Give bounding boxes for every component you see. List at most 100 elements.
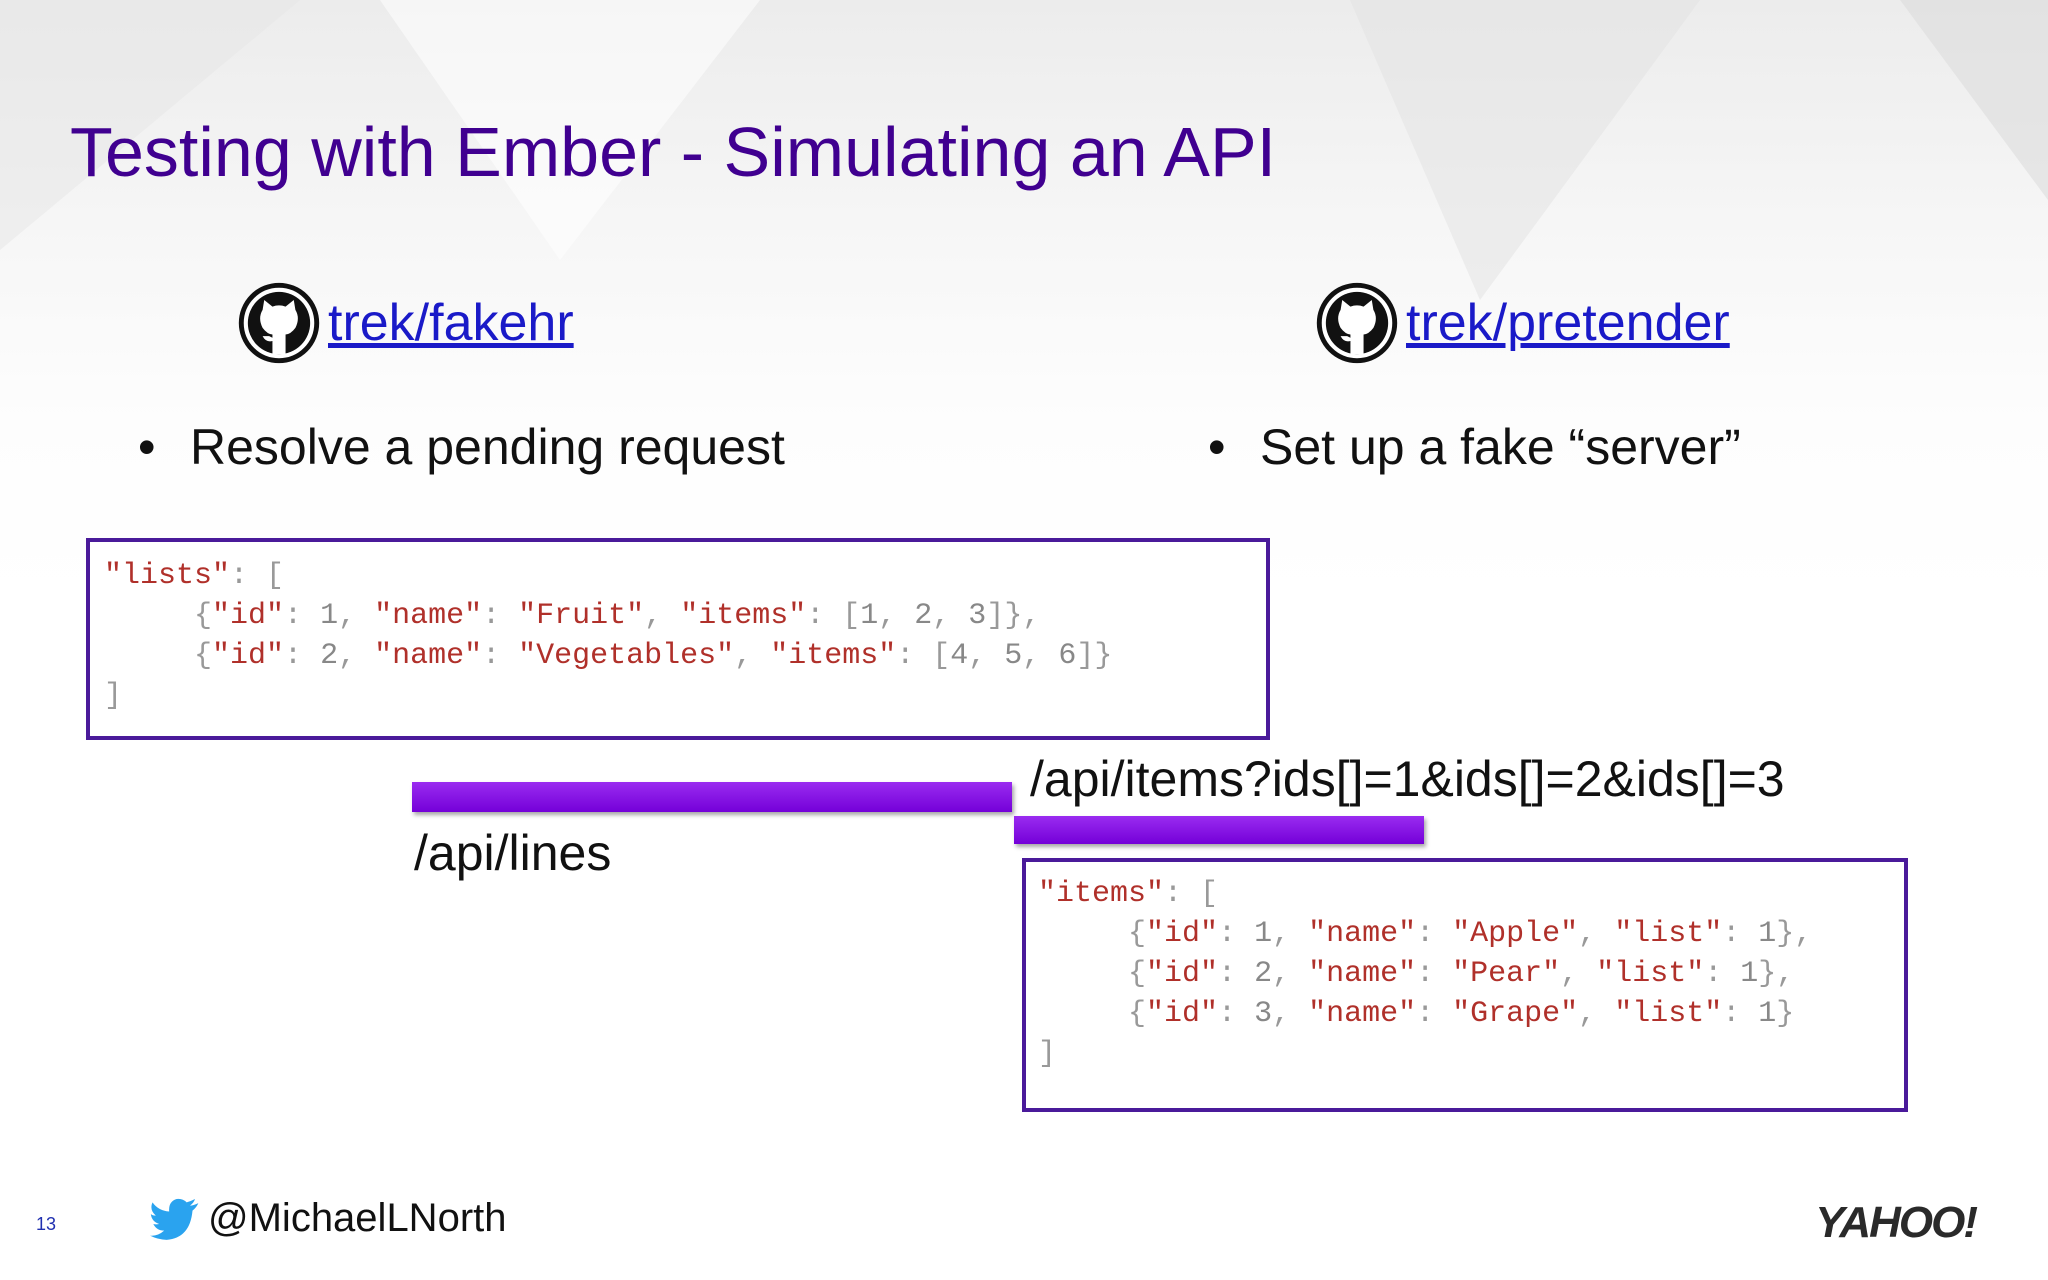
code-token: "Apple" (1452, 917, 1579, 951)
code-line: {"id": 1, "name": "Fruit", "items": [1, … (104, 596, 1266, 636)
code-token: , (338, 599, 375, 633)
code-token: 1 (1758, 917, 1777, 951)
code-token: 2 (1254, 957, 1273, 991)
github-icon (1316, 282, 1398, 364)
code-token: "Fruit" (518, 599, 645, 633)
code-token: : (1722, 917, 1759, 951)
right-repo: trek/pretender (1316, 282, 1730, 364)
lines-request-bar (412, 782, 1012, 812)
code-token: 5 (1004, 639, 1023, 673)
code-token: "Grape" (1452, 997, 1579, 1031)
code-token: "items" (1038, 877, 1165, 911)
lists-code-block: "lists": [ {"id": 1, "name": "Fruit", "i… (86, 538, 1270, 740)
right-bullet-text: Set up a fake “server” (1260, 419, 1741, 475)
code-token: , (1272, 997, 1309, 1031)
code-token: : (482, 639, 519, 673)
code-token: : (284, 599, 321, 633)
code-line: ] (104, 676, 1266, 716)
code-token: "name" (374, 599, 483, 633)
code-token: 4 (950, 639, 969, 673)
code-token: : (1218, 957, 1255, 991)
code-token: 1 (1740, 957, 1759, 991)
code-token: "name" (1308, 917, 1417, 951)
code-token: 2 (320, 639, 339, 673)
slide-title: Testing with Ember - Simulating an API (70, 113, 1277, 191)
code-token: "id" (212, 599, 285, 633)
code-line: "items": [ (1038, 874, 1904, 914)
right-bullet: •Set up a fake “server” (1208, 419, 1741, 475)
code-token: : (1416, 997, 1453, 1031)
code-token: "name" (1308, 957, 1417, 991)
code-token: "id" (212, 639, 285, 673)
code-token: "Pear" (1452, 957, 1561, 991)
code-token: "id" (1146, 917, 1219, 951)
code-token: : [ (230, 559, 285, 593)
code-token: : (1722, 997, 1759, 1031)
code-token: : (1218, 917, 1255, 951)
left-bullet: •Resolve a pending request (138, 419, 785, 475)
code-token: , (1022, 639, 1059, 673)
code-token: 2 (914, 599, 933, 633)
code-token: : [ (896, 639, 951, 673)
code-token: "id" (1146, 957, 1219, 991)
code-token: ] (1038, 1037, 1057, 1071)
code-token: "items" (680, 599, 807, 633)
code-token: : (1218, 997, 1255, 1031)
code-token: 3 (1254, 997, 1273, 1031)
code-token: ] (104, 679, 123, 713)
fakehr-repo-link[interactable]: trek/fakehr (328, 294, 574, 352)
code-token: 1 (1254, 917, 1273, 951)
items-route-label: /api/items?ids[]=1&ids[]=2&ids[]=3 (1030, 751, 1785, 807)
code-token: : (1416, 957, 1453, 991)
code-token: 1 (320, 599, 339, 633)
code-token: "lists" (104, 559, 231, 593)
code-token: 3 (968, 599, 987, 633)
code-token: "Vegetables" (518, 639, 735, 673)
code-line: {"id": 3, "name": "Grape", "list": 1} (1038, 994, 1904, 1034)
code-line: "lists": [ (104, 556, 1266, 596)
code-token: "id" (1146, 997, 1219, 1031)
code-token: , (338, 639, 375, 673)
code-token: }, (1758, 957, 1795, 991)
code-token: : (284, 639, 321, 673)
twitter-handle-text: @MichaelLNorth (208, 1196, 507, 1240)
code-token: "name" (1308, 997, 1417, 1031)
left-bullet-text: Resolve a pending request (190, 419, 785, 475)
code-token: : [ (806, 599, 861, 633)
code-token: "list" (1614, 997, 1723, 1031)
slide-number: 13 (36, 1214, 57, 1234)
code-token: , (644, 599, 681, 633)
code-token: : [ (1164, 877, 1219, 911)
code-token: , (734, 639, 771, 673)
items-request-bar (1014, 816, 1424, 844)
code-token: , (1578, 997, 1615, 1031)
code-token: , (1578, 917, 1615, 951)
code-token: , (1272, 957, 1309, 991)
code-token: } (1776, 997, 1795, 1031)
code-token: 1 (860, 599, 879, 633)
twitter-handle: @MichaelLNorth (150, 1196, 507, 1241)
items-code-block: "items": [ {"id": 1, "name": "Apple", "l… (1022, 858, 1908, 1112)
code-token: , (878, 599, 915, 633)
code-token: : (1416, 917, 1453, 951)
code-token: { (104, 639, 213, 673)
code-token: 1 (1758, 997, 1777, 1031)
code-token: "name" (374, 639, 483, 673)
code-token: : (482, 599, 519, 633)
code-token: 6 (1058, 639, 1077, 673)
code-token: , (968, 639, 1005, 673)
code-token: "list" (1596, 957, 1705, 991)
code-token: , (932, 599, 969, 633)
code-token: ]}, (986, 599, 1041, 633)
pretender-repo-link[interactable]: trek/pretender (1406, 294, 1730, 352)
code-token: ]} (1076, 639, 1113, 673)
code-line: {"id": 1, "name": "Apple", "list": 1}, (1038, 914, 1904, 954)
code-line: ] (1038, 1034, 1904, 1074)
code-token: , (1272, 917, 1309, 951)
twitter-bird-icon (150, 1198, 199, 1240)
code-token: "items" (770, 639, 897, 673)
code-token: , (1560, 957, 1597, 991)
code-line: {"id": 2, "name": "Pear", "list": 1}, (1038, 954, 1904, 994)
code-token: { (1038, 957, 1147, 991)
left-repo: trek/fakehr (238, 282, 574, 364)
